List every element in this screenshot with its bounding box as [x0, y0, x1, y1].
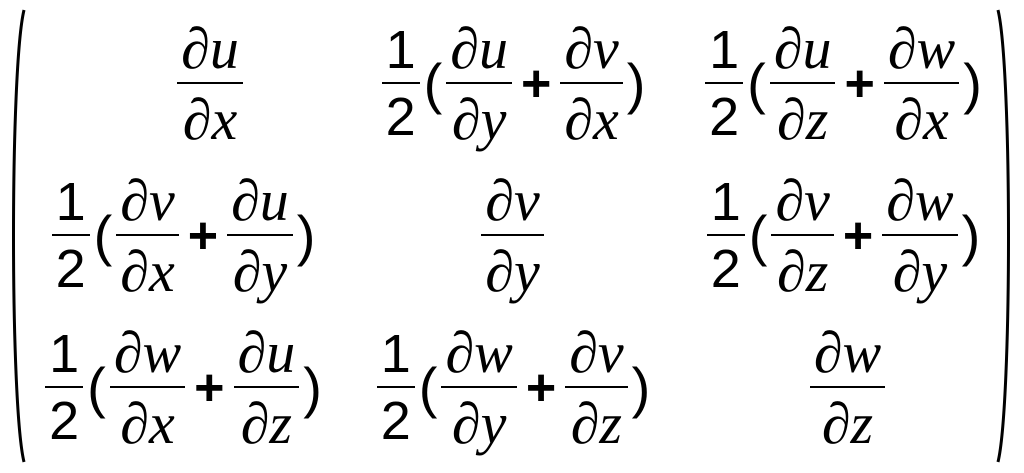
cell-r2-c1: 1 2 ( ∂v ∂x + ∂u ∂y ) — [25, 162, 340, 310]
derivative-fraction: ∂v ∂z — [565, 323, 628, 453]
right-parenthesis — [994, 8, 1016, 464]
cell-r1-c2: 1 2 ( ∂u ∂y + ∂v ∂x ) — [355, 10, 670, 158]
open-paren: ( — [747, 52, 766, 115]
close-paren: ) — [626, 52, 646, 115]
plus-sign: + — [525, 359, 557, 417]
derivative-fraction: ∂w ∂x — [883, 19, 960, 149]
open-paren: ( — [423, 52, 443, 115]
fraction-bar — [177, 82, 243, 84]
half-fraction: 1 2 — [45, 326, 84, 449]
cell-r3-c3: ∂w ∂z — [700, 314, 995, 462]
cell-r3-c2: 1 2 ( ∂w ∂y + ∂v ∂z ) — [355, 314, 670, 462]
half-fraction: 1 2 — [381, 22, 420, 145]
half-fraction: 1 2 — [706, 174, 745, 297]
cell-r3-c1: 1 2 ( ∂w ∂x + ∂u ∂z ) — [25, 314, 340, 462]
open-paren: ( — [93, 204, 113, 267]
cell-r1-c1: ∂u ∂x — [60, 10, 360, 158]
derivative-fraction: ∂u ∂z — [769, 19, 836, 149]
derivative-fraction: ∂v ∂z — [771, 171, 834, 301]
derivative-fraction: ∂u ∂z — [233, 323, 300, 453]
plus-sign: + — [520, 55, 552, 113]
plus-sign: + — [194, 359, 225, 417]
derivative-fraction: ∂w ∂z — [809, 323, 886, 453]
derivative-fraction: ∂w ∂y — [441, 323, 517, 453]
numerator: ∂u — [181, 15, 239, 81]
close-paren: ) — [631, 356, 651, 419]
derivative-fraction: ∂u ∂x — [177, 19, 243, 149]
close-paren: ) — [303, 356, 322, 419]
derivative-fraction: ∂u ∂y — [227, 171, 293, 301]
cell-r2-c2: ∂v ∂y — [360, 162, 665, 310]
half-fraction: 1 2 — [705, 22, 744, 145]
plus-sign: + — [842, 207, 874, 265]
derivative-fraction: ∂u ∂y — [446, 19, 512, 149]
open-paren: ( — [418, 356, 438, 419]
left-parenthesis — [6, 8, 28, 464]
cell-r1-c3: 1 2 ( ∂u ∂z + ∂w ∂x ) — [685, 10, 1000, 158]
close-paren: ) — [961, 204, 981, 267]
plus-sign: + — [187, 207, 219, 265]
derivative-fraction: ∂w ∂x — [109, 323, 186, 453]
open-paren: ( — [748, 204, 768, 267]
derivative-fraction: ∂v ∂x — [116, 171, 179, 301]
close-paren: ) — [963, 52, 982, 115]
plus-sign: + — [844, 55, 875, 113]
close-paren: ) — [296, 204, 316, 267]
cell-r2-c3: 1 2 ( ∂v ∂z + ∂w ∂y ) — [685, 162, 1000, 310]
derivative-fraction: ∂v ∂y — [481, 171, 544, 301]
half-fraction: 1 2 — [51, 174, 90, 297]
open-paren: ( — [87, 356, 106, 419]
denominator: ∂x — [182, 87, 238, 152]
derivative-fraction: ∂w ∂y — [882, 171, 958, 301]
half-fraction: 1 2 — [376, 326, 415, 449]
derivative-fraction: ∂v ∂x — [560, 19, 623, 149]
